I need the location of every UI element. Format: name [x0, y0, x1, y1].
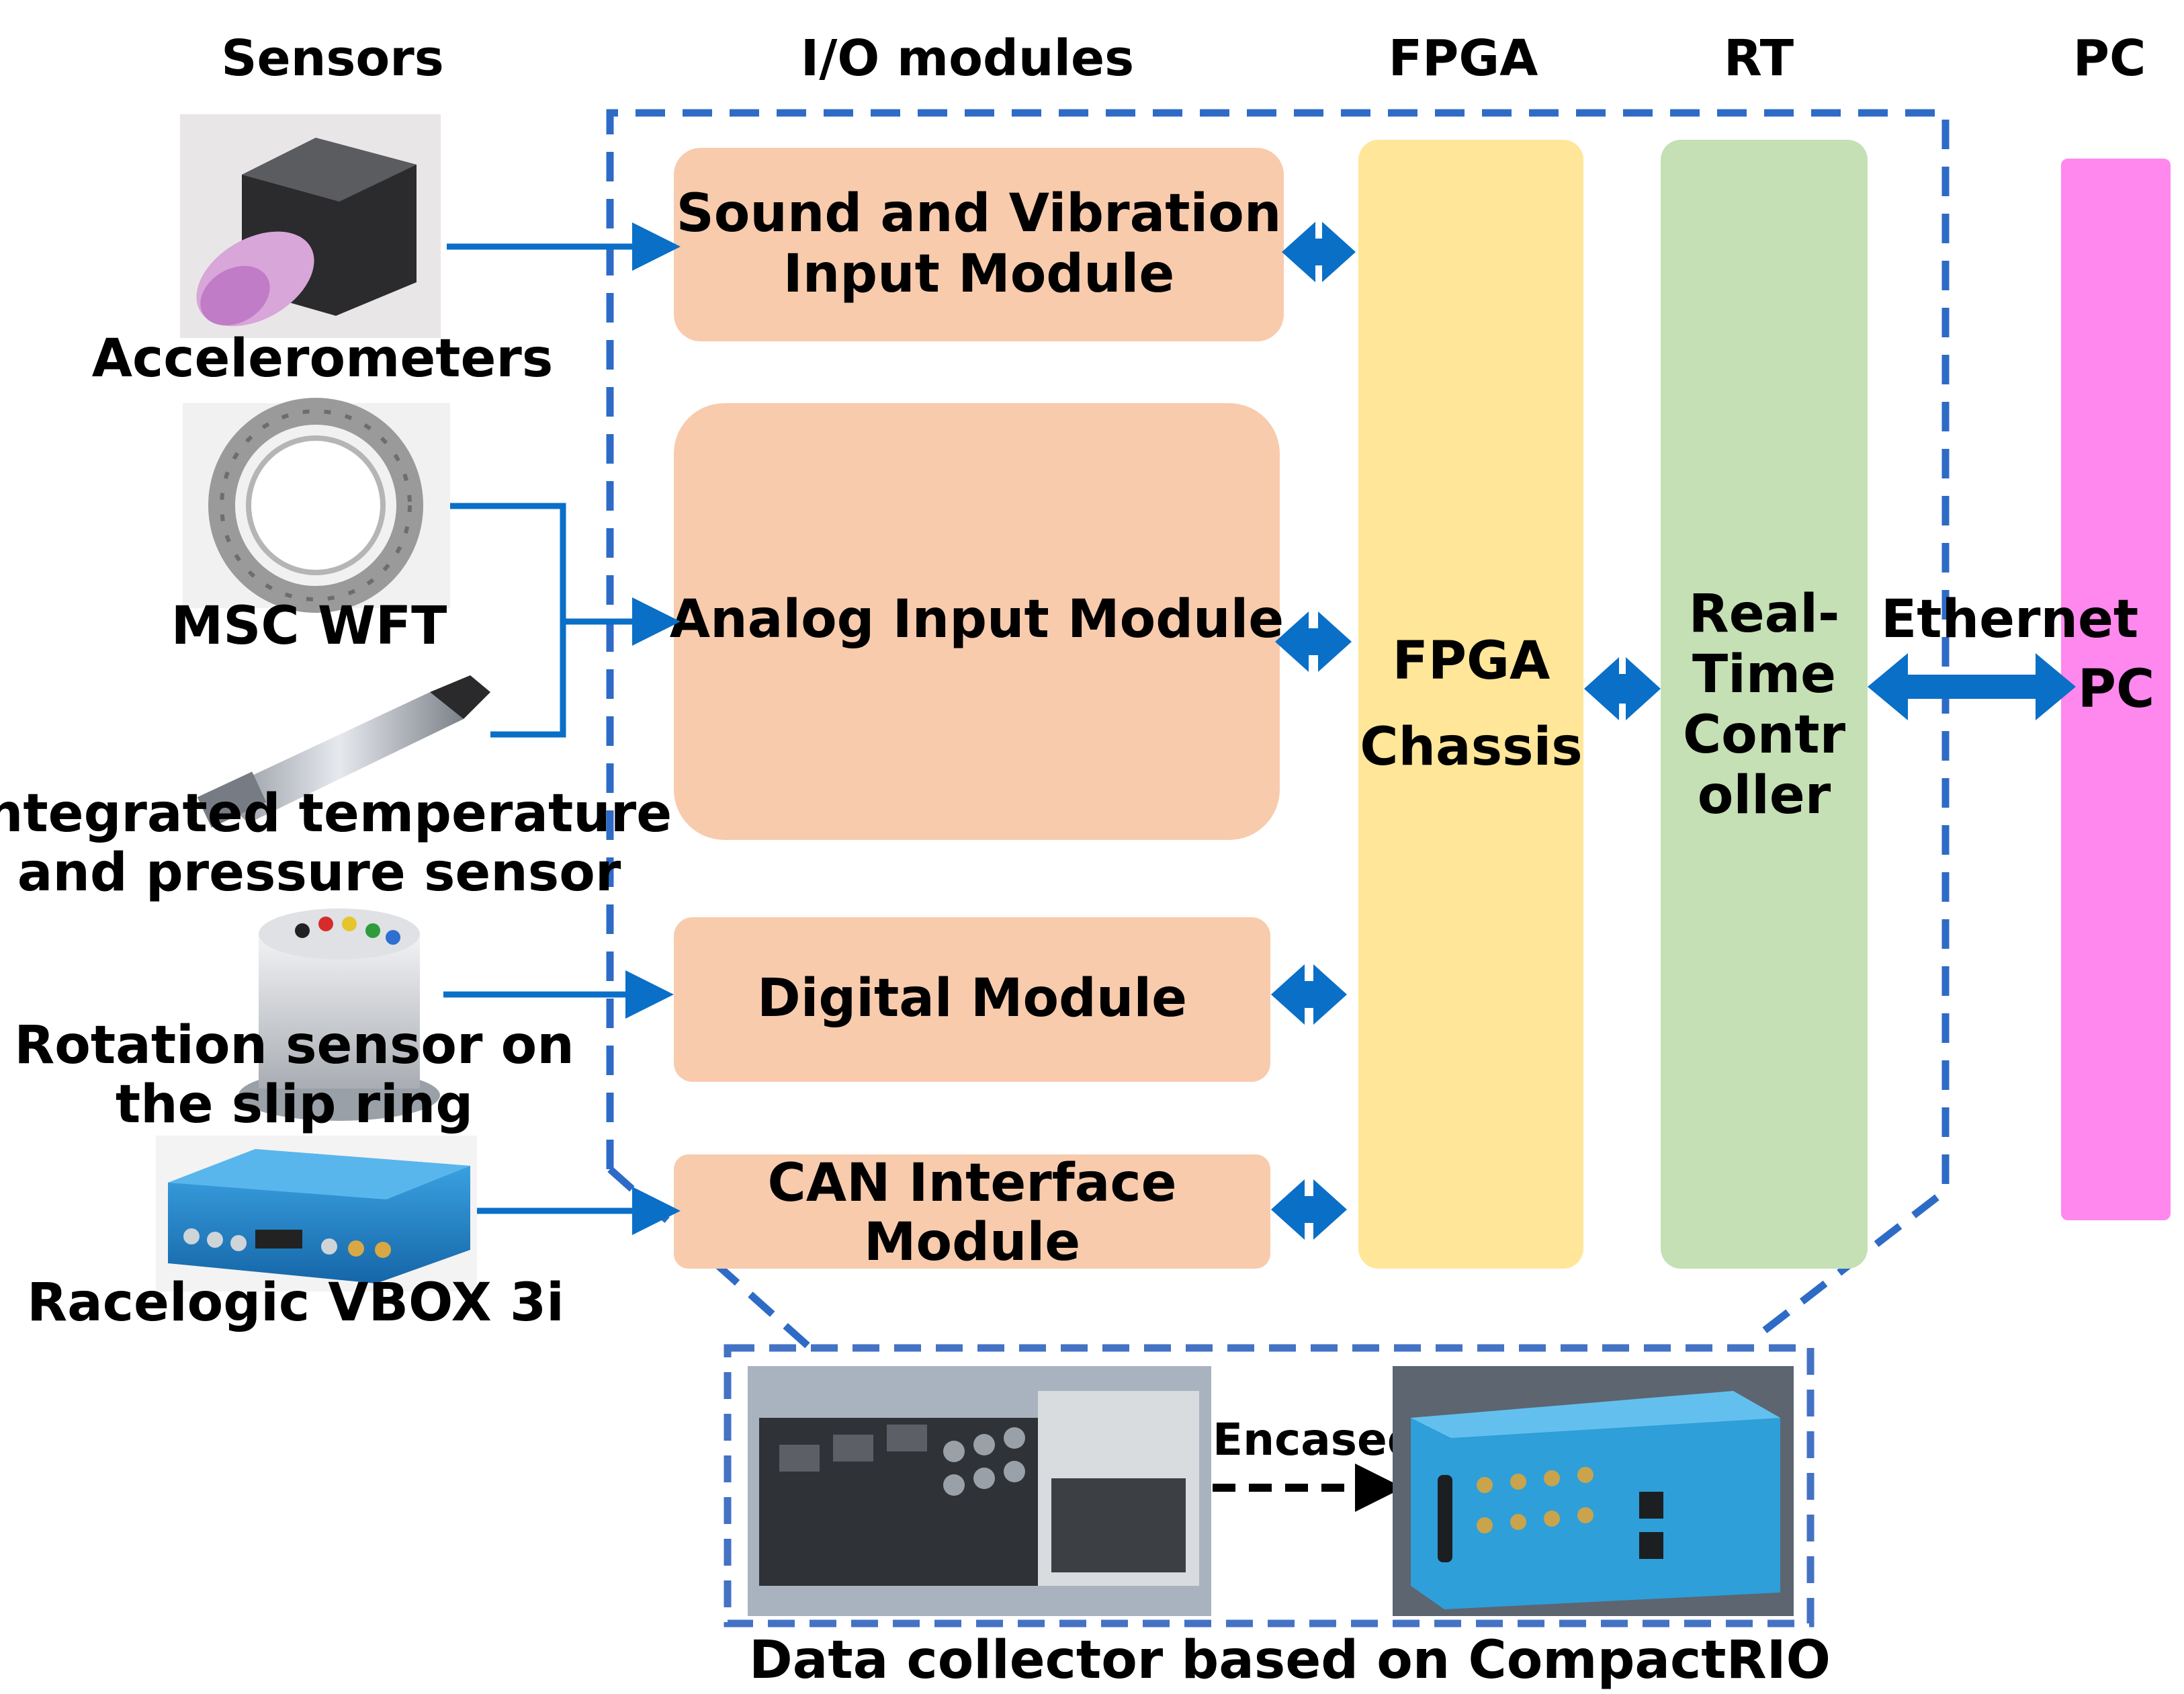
sensor-temp-pressure-label-1: Integrated temperature	[0, 784, 672, 844]
module-can-label-1: CAN Interface	[768, 1153, 1177, 1214]
bidir-arrow-rt-pc	[1868, 653, 2076, 720]
sensor-temp-pressure-label-2: and pressure sensor	[17, 843, 621, 903]
ethernet-label: Ethernet	[1881, 589, 2138, 650]
connector-msc-wft	[447, 503, 566, 622]
fpga-chassis-label-2: Chassis	[1360, 717, 1582, 777]
rt-label-1: Real-	[1689, 584, 1840, 644]
rt-label-3: Contr	[1683, 705, 1846, 765]
module-analog-label: Analog Input Module	[670, 589, 1284, 650]
module-can-interface: CAN Interface Module	[674, 1153, 1270, 1273]
compactrio-photo	[748, 1366, 1211, 1616]
fpga-chassis-label-1: FPGA	[1393, 631, 1550, 691]
pc-box-label: PC	[2078, 659, 2154, 720]
header-io-modules: I/O modules	[801, 30, 1134, 87]
compactrio-boundary	[606, 109, 1950, 1351]
rt-label-4: oller	[1698, 765, 1831, 826]
bidir-arrow-sound-fpga	[1282, 222, 1356, 282]
sensor-rotation-label-2: the slip ring	[116, 1074, 473, 1135]
header-fpga: FPGA	[1389, 30, 1538, 87]
data-collector-caption: Data collector based on CompactRIO	[749, 1630, 1831, 1691]
data-collector-boundary	[724, 1344, 1815, 1627]
sensor-racelogic-label: Racelogic VBOX 3i	[27, 1273, 564, 1333]
msc-wft-image	[183, 398, 450, 613]
header-pc: PC	[2073, 30, 2146, 87]
module-sound-vibration: Sound and Vibration Input Module	[674, 148, 1284, 341]
module-digital-label: Digital Module	[757, 968, 1187, 1029]
racelogic-vbox-image	[156, 1136, 477, 1291]
module-sound-label-1: Sound and Vibration	[676, 183, 1282, 244]
sensor-rotation-label-1: Rotation sensor on	[14, 1015, 574, 1076]
module-digital: Digital Module	[674, 917, 1270, 1082]
module-can-label-2: Module	[864, 1212, 1080, 1273]
fpga-chassis: FPGA Chassis	[1358, 140, 1583, 1269]
sensor-accelerometers-label: Accelerometers	[92, 329, 554, 389]
header-rt: RT	[1724, 30, 1794, 87]
rt-controller: Real- Time Contr oller	[1661, 140, 1868, 1269]
temp-pressure-sensor-image	[197, 672, 490, 828]
header-sensors: Sensors	[221, 30, 444, 87]
module-analog-input: Analog Input Module	[670, 403, 1284, 840]
module-sound-label-2: Input Module	[783, 244, 1175, 304]
rotation-sensor-image	[238, 908, 443, 1121]
rt-label-2: Time	[1692, 644, 1836, 705]
encased-label: Encased	[1213, 1414, 1419, 1466]
bidir-arrow-analog-fpga	[1275, 611, 1352, 672]
bidir-arrow-can-fpga	[1271, 1179, 1347, 1240]
sensor-msc-wft-label: MSC WFT	[171, 596, 447, 657]
encased-device-photo	[1393, 1366, 1794, 1616]
pc-box: PC	[2061, 159, 2171, 1220]
accelerometer-image	[180, 114, 441, 338]
bidir-arrow-digital-fpga	[1271, 964, 1347, 1025]
bidir-arrow-fpga-rt	[1584, 657, 1661, 720]
